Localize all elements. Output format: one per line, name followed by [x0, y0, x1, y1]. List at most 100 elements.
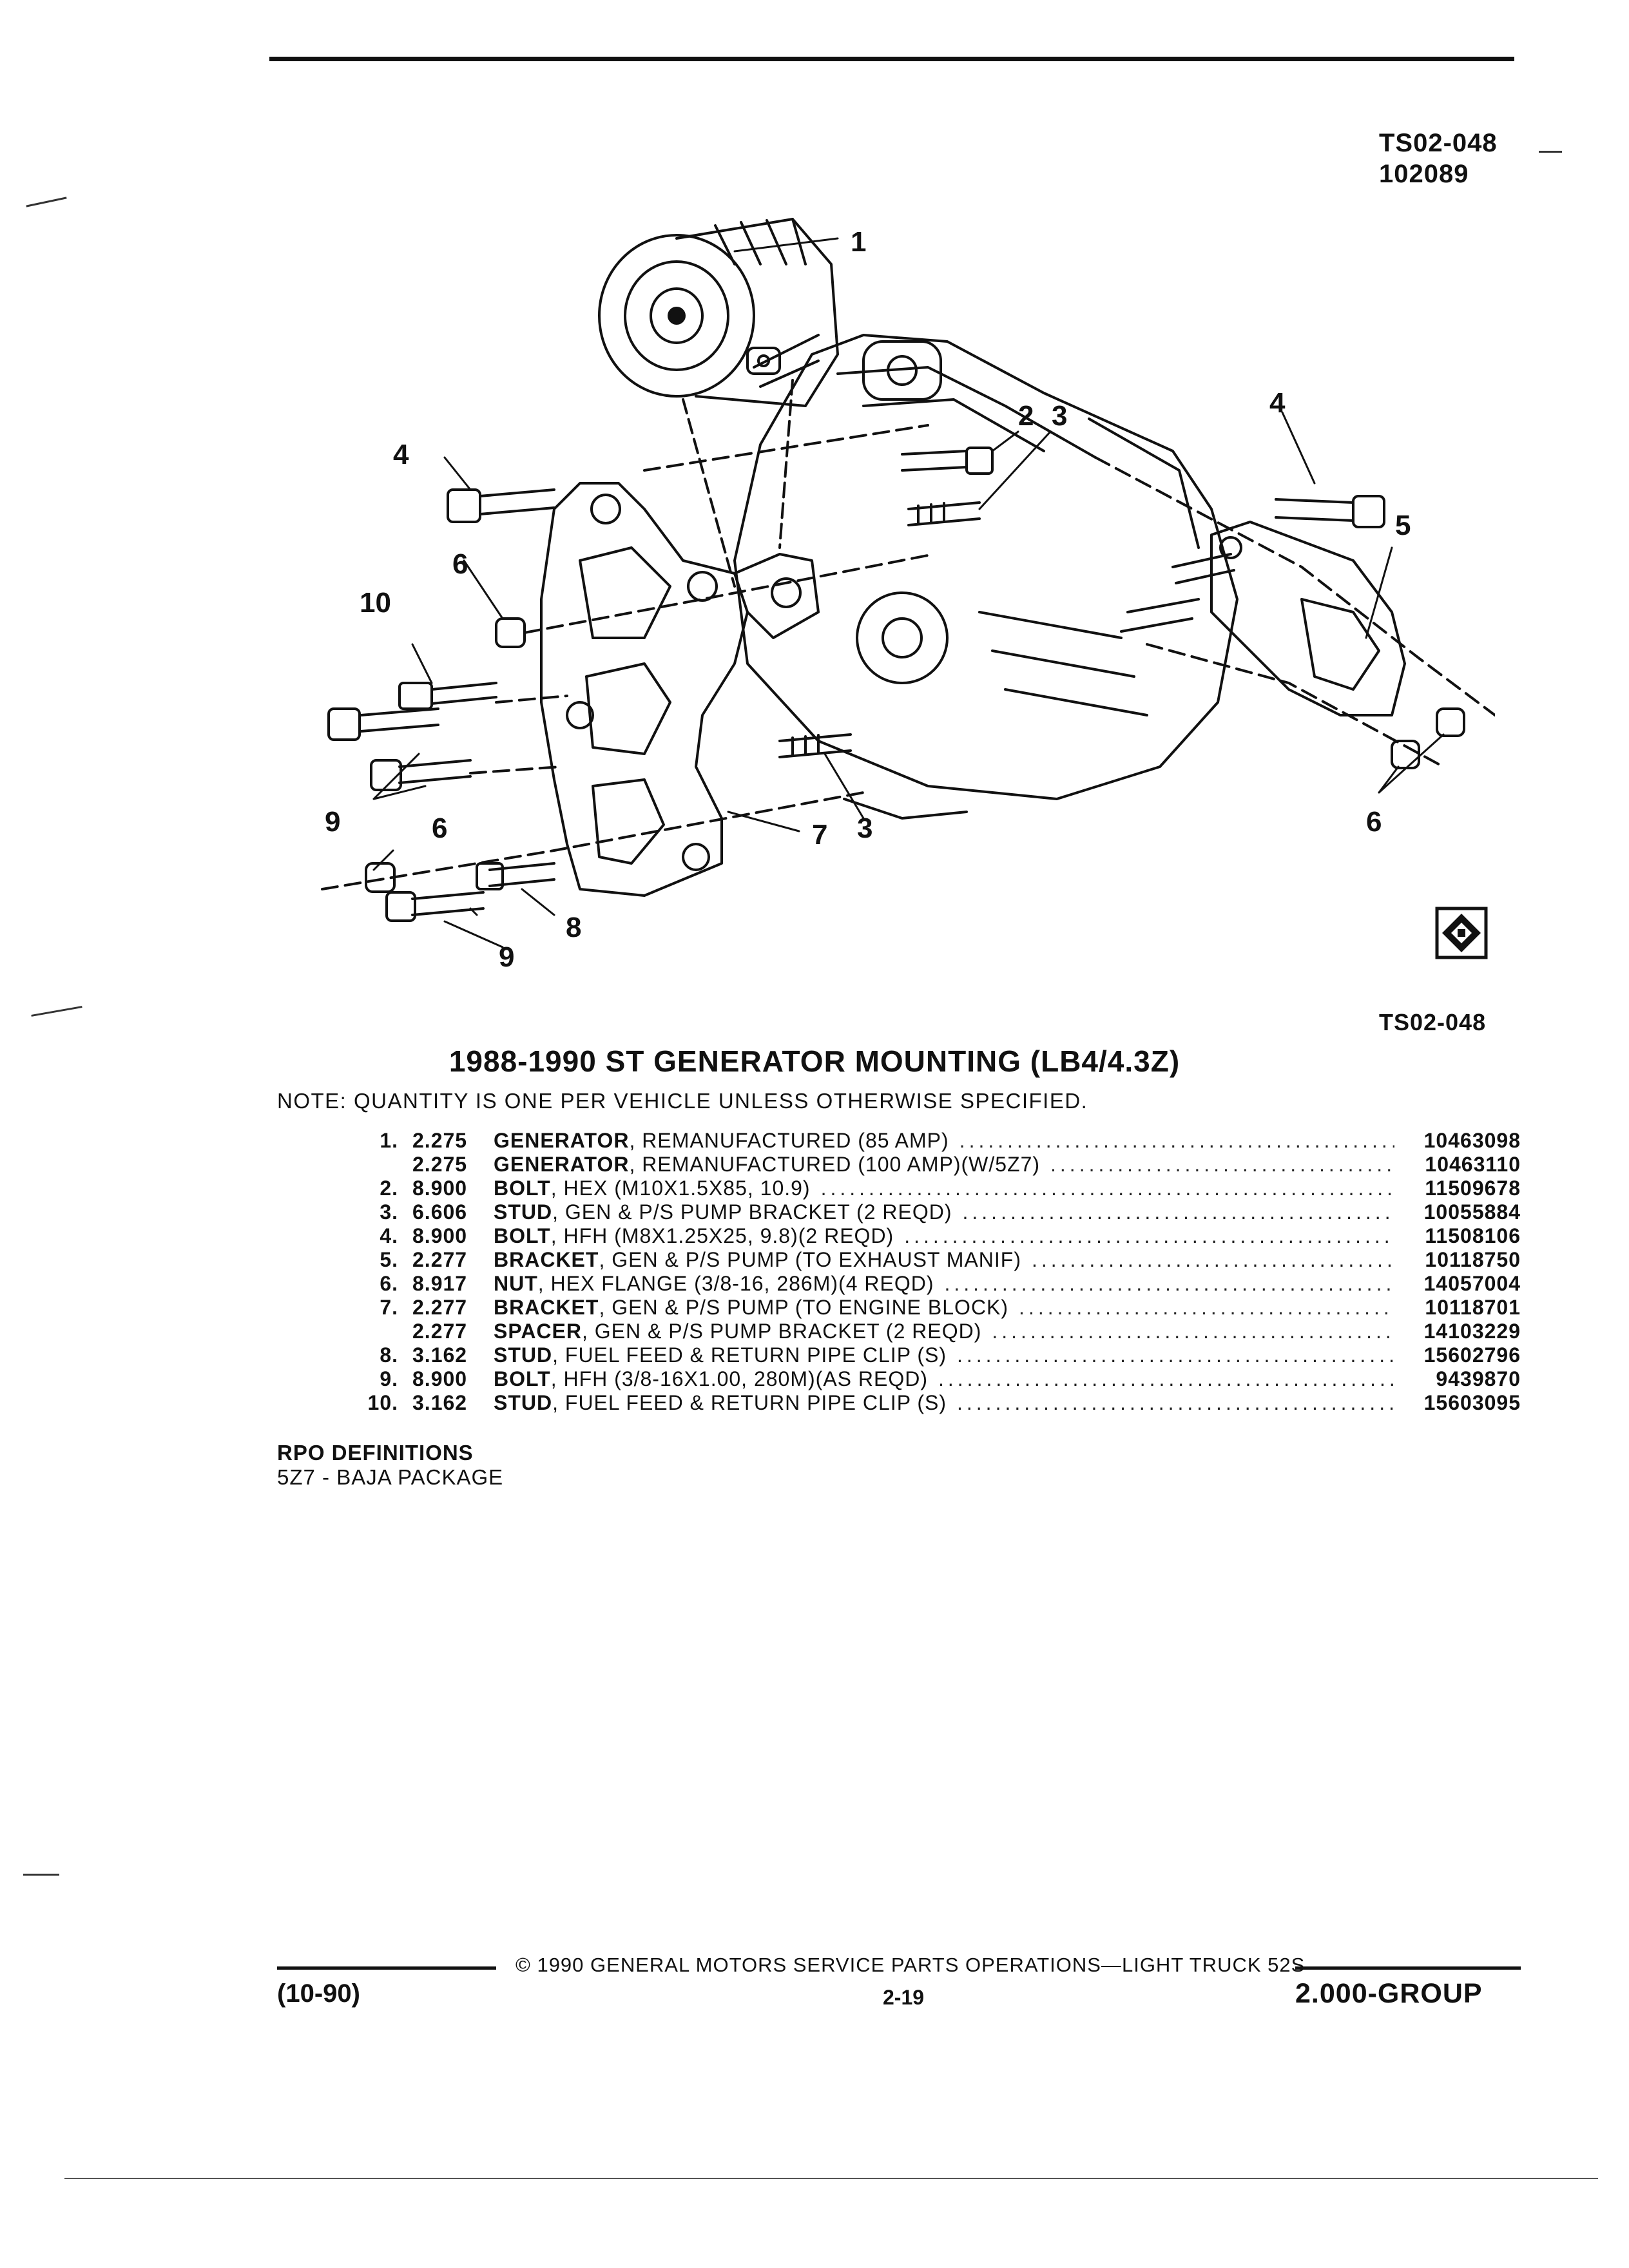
footer-rule-right: [1295, 1966, 1521, 1970]
callout-8: 8: [566, 912, 581, 943]
part-name: STUD: [494, 1200, 553, 1224]
part-group: 8.917: [412, 1272, 468, 1295]
part-number: 10118701: [1425, 1296, 1521, 1319]
part-group: 2.277: [412, 1296, 468, 1319]
rear-bracket: [1210, 521, 1406, 716]
part-number-index: 8.: [380, 1343, 398, 1367]
leader-dots: ........................................…: [992, 1320, 1394, 1343]
part-description: , FUEL FEED & RETURN PIPE CLIP (S): [552, 1343, 947, 1367]
assembly-lines: [321, 424, 1495, 890]
callout-4b: 4: [1269, 387, 1286, 419]
part-group: 8.900: [412, 1367, 468, 1390]
part-name: BRACKET: [494, 1296, 599, 1319]
leader-dots: ........................................…: [957, 1343, 1394, 1367]
part-number: 10118750: [1425, 1248, 1521, 1271]
part-group: 8.900: [412, 1224, 468, 1247]
part-group: 2.275: [412, 1153, 468, 1176]
part-number-index: 7.: [380, 1296, 398, 1319]
part-group: 6.606: [412, 1200, 468, 1224]
part-name: STUD: [494, 1391, 553, 1414]
part-number: 15603095: [1423, 1391, 1521, 1414]
part-description: , HEX FLANGE (3/8-16, 286M)(4 REQD): [537, 1272, 934, 1295]
figure-code: TS02-048: [1379, 129, 1498, 157]
part-description: , GEN & P/S PUMP BRACKET (2 REQD): [552, 1200, 952, 1224]
footer-date: (10-90): [277, 1979, 360, 2008]
leader-dots: ........................................…: [1050, 1153, 1394, 1176]
part-number: 10463110: [1425, 1153, 1521, 1176]
leader-dots: ........................................…: [957, 1391, 1394, 1414]
leader-dots: ........................................…: [820, 1177, 1394, 1200]
leader-dots: ........................................…: [1031, 1248, 1394, 1271]
part-number-index: 10.: [367, 1391, 398, 1414]
gm-service-parts-icon: [1435, 907, 1488, 959]
part-number-index: 6.: [380, 1272, 398, 1295]
part-number-index: 3.: [380, 1200, 398, 1224]
leader-dots: ........................................…: [938, 1367, 1394, 1390]
fasteners: [327, 447, 1465, 922]
part-description: , GEN & P/S PUMP (TO ENGINE BLOCK): [599, 1296, 1009, 1319]
leader-dots: ........................................…: [959, 1129, 1394, 1152]
part-group: 3.162: [412, 1391, 468, 1414]
callout-5: 5: [1395, 510, 1411, 541]
quantity-note: NOTE: QUANTITY IS ONE PER VEHICLE UNLESS…: [277, 1089, 1088, 1113]
top-rule: [269, 57, 1514, 61]
callout-1: 1: [851, 226, 866, 258]
callout-9b: 9: [499, 941, 514, 973]
leader-lines: [372, 237, 1445, 948]
part-number: 11509678: [1425, 1177, 1521, 1200]
footer-rule-left: [277, 1966, 496, 1970]
part-name: BOLT: [494, 1177, 551, 1200]
part-name: SPACER: [494, 1320, 582, 1343]
part-group: 2.277: [412, 1320, 468, 1343]
leader-dots: ........................................…: [904, 1224, 1394, 1247]
part-number: 14103229: [1423, 1320, 1521, 1343]
part-row: 7. 2.277 BRACKET, GEN & P/S PUMP (TO ENGIN…: [348, 1296, 1521, 1320]
copyright: © 1990 GENERAL MOTORS SERVICE PARTS OPER…: [516, 1954, 1306, 1976]
part-number: 10055884: [1423, 1200, 1521, 1224]
part-number-index: 2.: [380, 1177, 398, 1200]
callout-9: 9: [325, 806, 340, 838]
leader-dots: ........................................…: [1019, 1296, 1394, 1319]
callout-3: 3: [1052, 400, 1067, 432]
part-description: , FUEL FEED & RETURN PIPE CLIP (S): [552, 1391, 947, 1414]
part-name: BRACKET: [494, 1248, 599, 1271]
page-number: 2-19: [883, 1986, 925, 2009]
figure-bottom-code: TS02-048: [1379, 1009, 1487, 1035]
callout-2: 2: [1018, 400, 1034, 432]
part-number: 9439870: [1436, 1367, 1521, 1390]
part-name: GENERATOR: [494, 1129, 630, 1152]
callout-3b: 3: [857, 812, 872, 844]
scan-mark: [1539, 151, 1562, 153]
scan-mark: [23, 1874, 59, 1876]
part-name: STUD: [494, 1343, 553, 1367]
part-name: BOLT: [494, 1224, 551, 1247]
part-name: GENERATOR: [494, 1153, 630, 1176]
footer-group: 2.000-GROUP: [1295, 1978, 1483, 2009]
part-name: NUT: [494, 1272, 538, 1295]
callout-6b: 6: [432, 812, 447, 844]
part-number: 11508106: [1425, 1224, 1521, 1247]
part-row: 2.277 SPACER, GEN & P/S PUMP BRACKET (2 R…: [348, 1320, 1521, 1343]
part-number-index: 5.: [380, 1248, 398, 1271]
rpo-item: 5Z7 - BAJA PACKAGE: [277, 1465, 504, 1489]
callout-10: 10: [360, 587, 391, 619]
part-description: , GEN & P/S PUMP (TO EXHAUST MANIF): [599, 1248, 1021, 1271]
part-description: , HEX (M10X1.5X85, 10.9): [550, 1177, 811, 1200]
part-description: , GEN & P/S PUMP BRACKET (2 REQD): [581, 1320, 982, 1343]
part-row: 3. 6.606 STUD, GEN & P/S PUMP BRACKET (2 R…: [348, 1200, 1521, 1224]
engine-block: [733, 334, 1239, 820]
part-group: 3.162: [412, 1343, 468, 1367]
generator-mounting-diagram: 1 2 3 4 4 5 6 6 6 7 3 8 9 9 10: [321, 218, 1495, 973]
front-bracket: [540, 482, 820, 897]
part-group: 8.900: [412, 1177, 468, 1200]
leader-dots: ........................................…: [962, 1200, 1395, 1224]
part-description: , REMANUFACTURED (85 AMP): [629, 1129, 949, 1152]
part-number-index: 9.: [380, 1367, 398, 1390]
generator: [598, 218, 839, 407]
